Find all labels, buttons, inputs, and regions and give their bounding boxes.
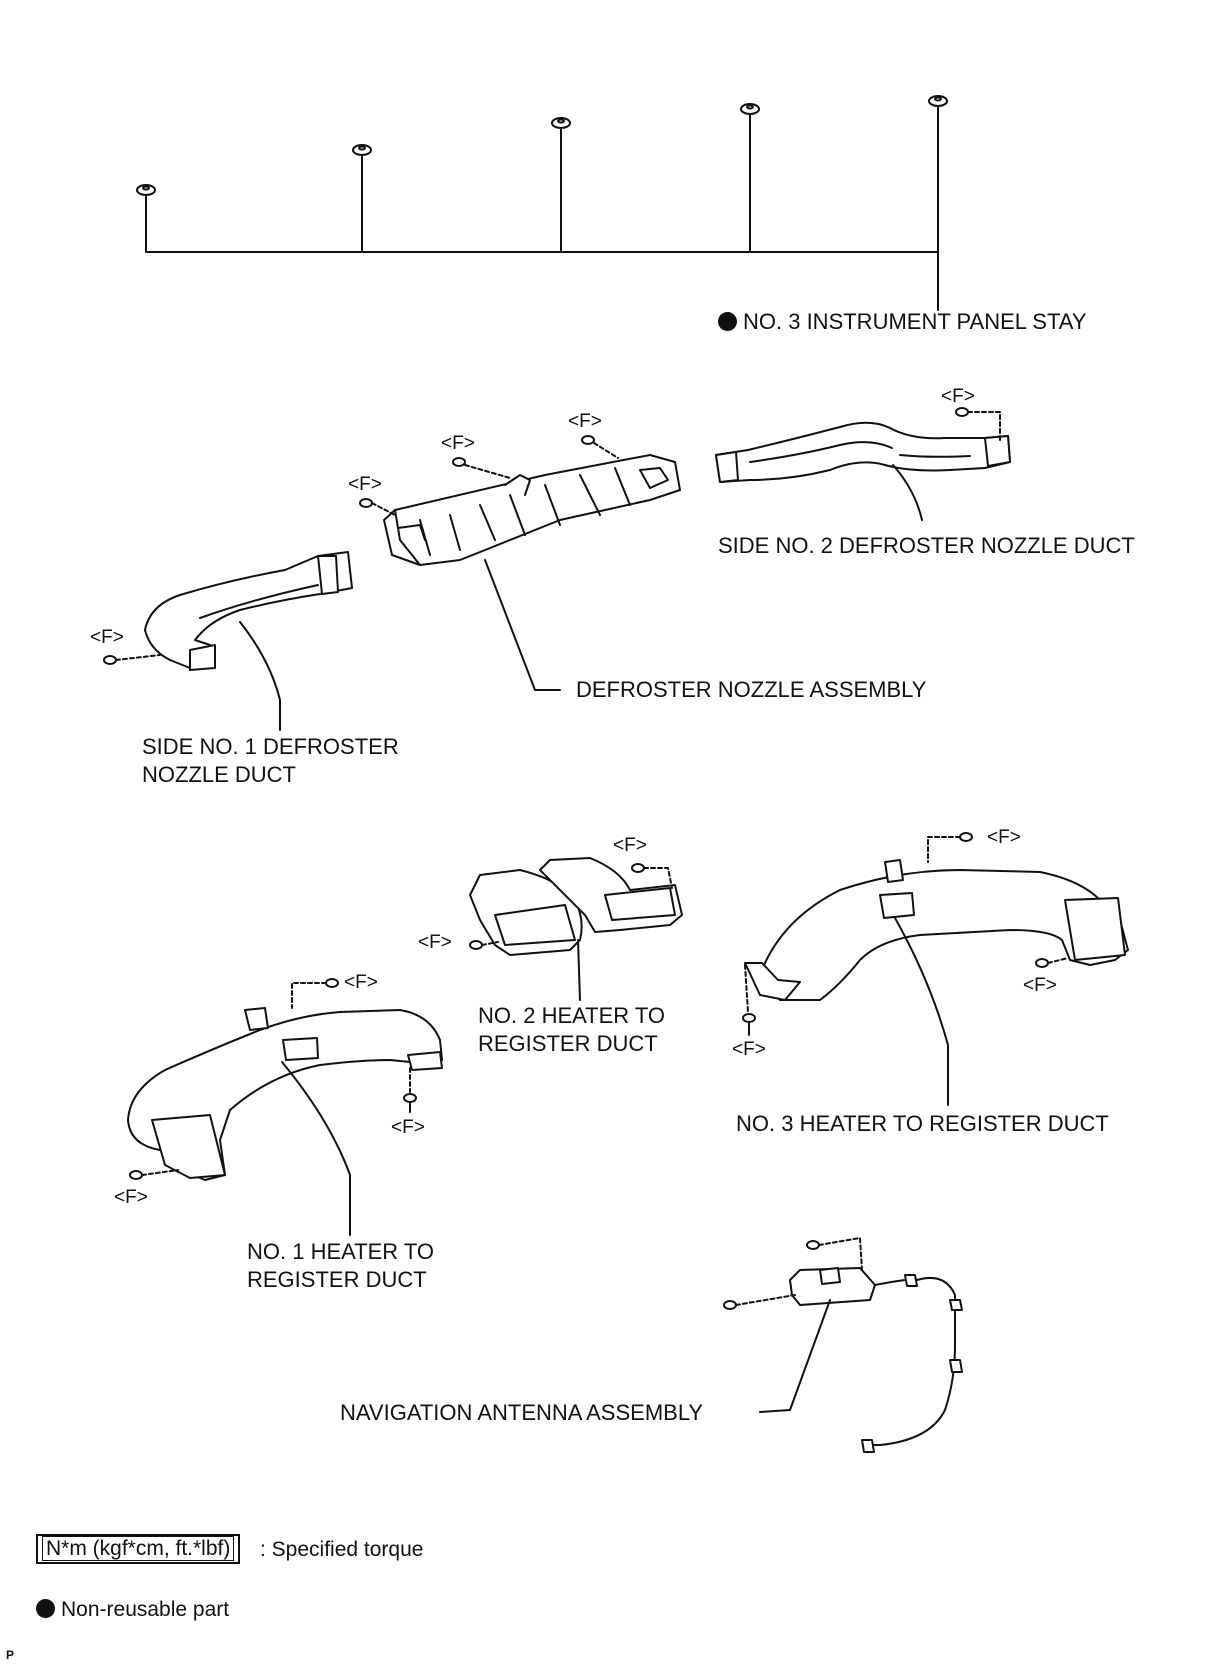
defroster-nozzle-assembly-label: DEFROSTER NOZZLE ASSEMBLY <box>576 677 927 702</box>
f-marker: <F> <box>568 411 602 432</box>
instrument-panel-stay-label: NO. 3 INSTRUMENT PANEL STAY <box>718 308 1087 336</box>
f-marker: <F> <box>732 1039 766 1060</box>
instrument-panel-stay-text: NO. 3 INSTRUMENT PANEL STAY <box>743 309 1087 334</box>
nonreusable-legend: Non-reusable part <box>36 1597 229 1623</box>
nonreusable-legend-text: Non-reusable part <box>61 1598 230 1621</box>
non-reusable-dot-icon <box>718 312 737 331</box>
f-marker: <F> <box>941 386 975 407</box>
no2-heater-duct-drawing <box>469 857 683 1001</box>
no1-heater-duct-drawing <box>127 978 443 1236</box>
f-marker: <F> <box>114 1187 148 1208</box>
navigation-antenna-drawing <box>723 1237 963 1453</box>
f-marker: <F> <box>348 474 382 495</box>
f-marker: <F> <box>441 433 475 454</box>
f-marker: <F> <box>90 627 124 648</box>
side-no1-defroster-label-line2: NOZZLE DUCT <box>142 762 296 787</box>
f-marker: <F> <box>1023 975 1057 996</box>
no1-heater-label-line1: NO. 1 HEATER TO <box>247 1239 435 1264</box>
torque-legend-text: : Specified torque <box>260 1538 424 1561</box>
f-marker: <F> <box>391 1117 425 1138</box>
footer-code: P <box>6 1648 15 1662</box>
side-no2-defroster-label: SIDE NO. 2 DEFROSTER NOZZLE DUCT <box>718 533 1135 558</box>
no2-heater-label-line1: NO. 2 HEATER TO <box>478 1003 666 1028</box>
torque-legend-box: N*m (kgf*cm, ft.*lbf) <box>36 1534 241 1564</box>
no1-heater-label-line2: REGISTER DUCT <box>247 1267 427 1292</box>
side-no2-defroster-duct-drawing <box>715 407 1011 521</box>
no3-heater-duct-drawing <box>742 832 1129 1106</box>
defroster-nozzle-assembly-drawing <box>359 435 681 691</box>
navigation-antenna-label: NAVIGATION ANTENNA ASSEMBLY <box>340 1400 704 1425</box>
non-reusable-dot-icon <box>36 1599 55 1618</box>
f-marker: <F> <box>418 932 452 953</box>
no2-heater-label-line2: REGISTER DUCT <box>478 1031 658 1056</box>
no3-heater-label: NO. 3 HEATER TO REGISTER DUCT <box>736 1111 1109 1136</box>
instrument-panel-stay-bolts <box>136 95 948 311</box>
f-marker: <F> <box>344 972 378 993</box>
f-marker: <F> <box>613 835 647 856</box>
f-marker: <F> <box>987 827 1021 848</box>
side-no1-defroster-label-line1: SIDE NO. 1 DEFROSTER <box>142 734 399 759</box>
side-no1-defroster-duct-drawing <box>103 551 353 731</box>
torque-legend-unit: N*m (kgf*cm, ft.*lbf) <box>42 1536 235 1561</box>
